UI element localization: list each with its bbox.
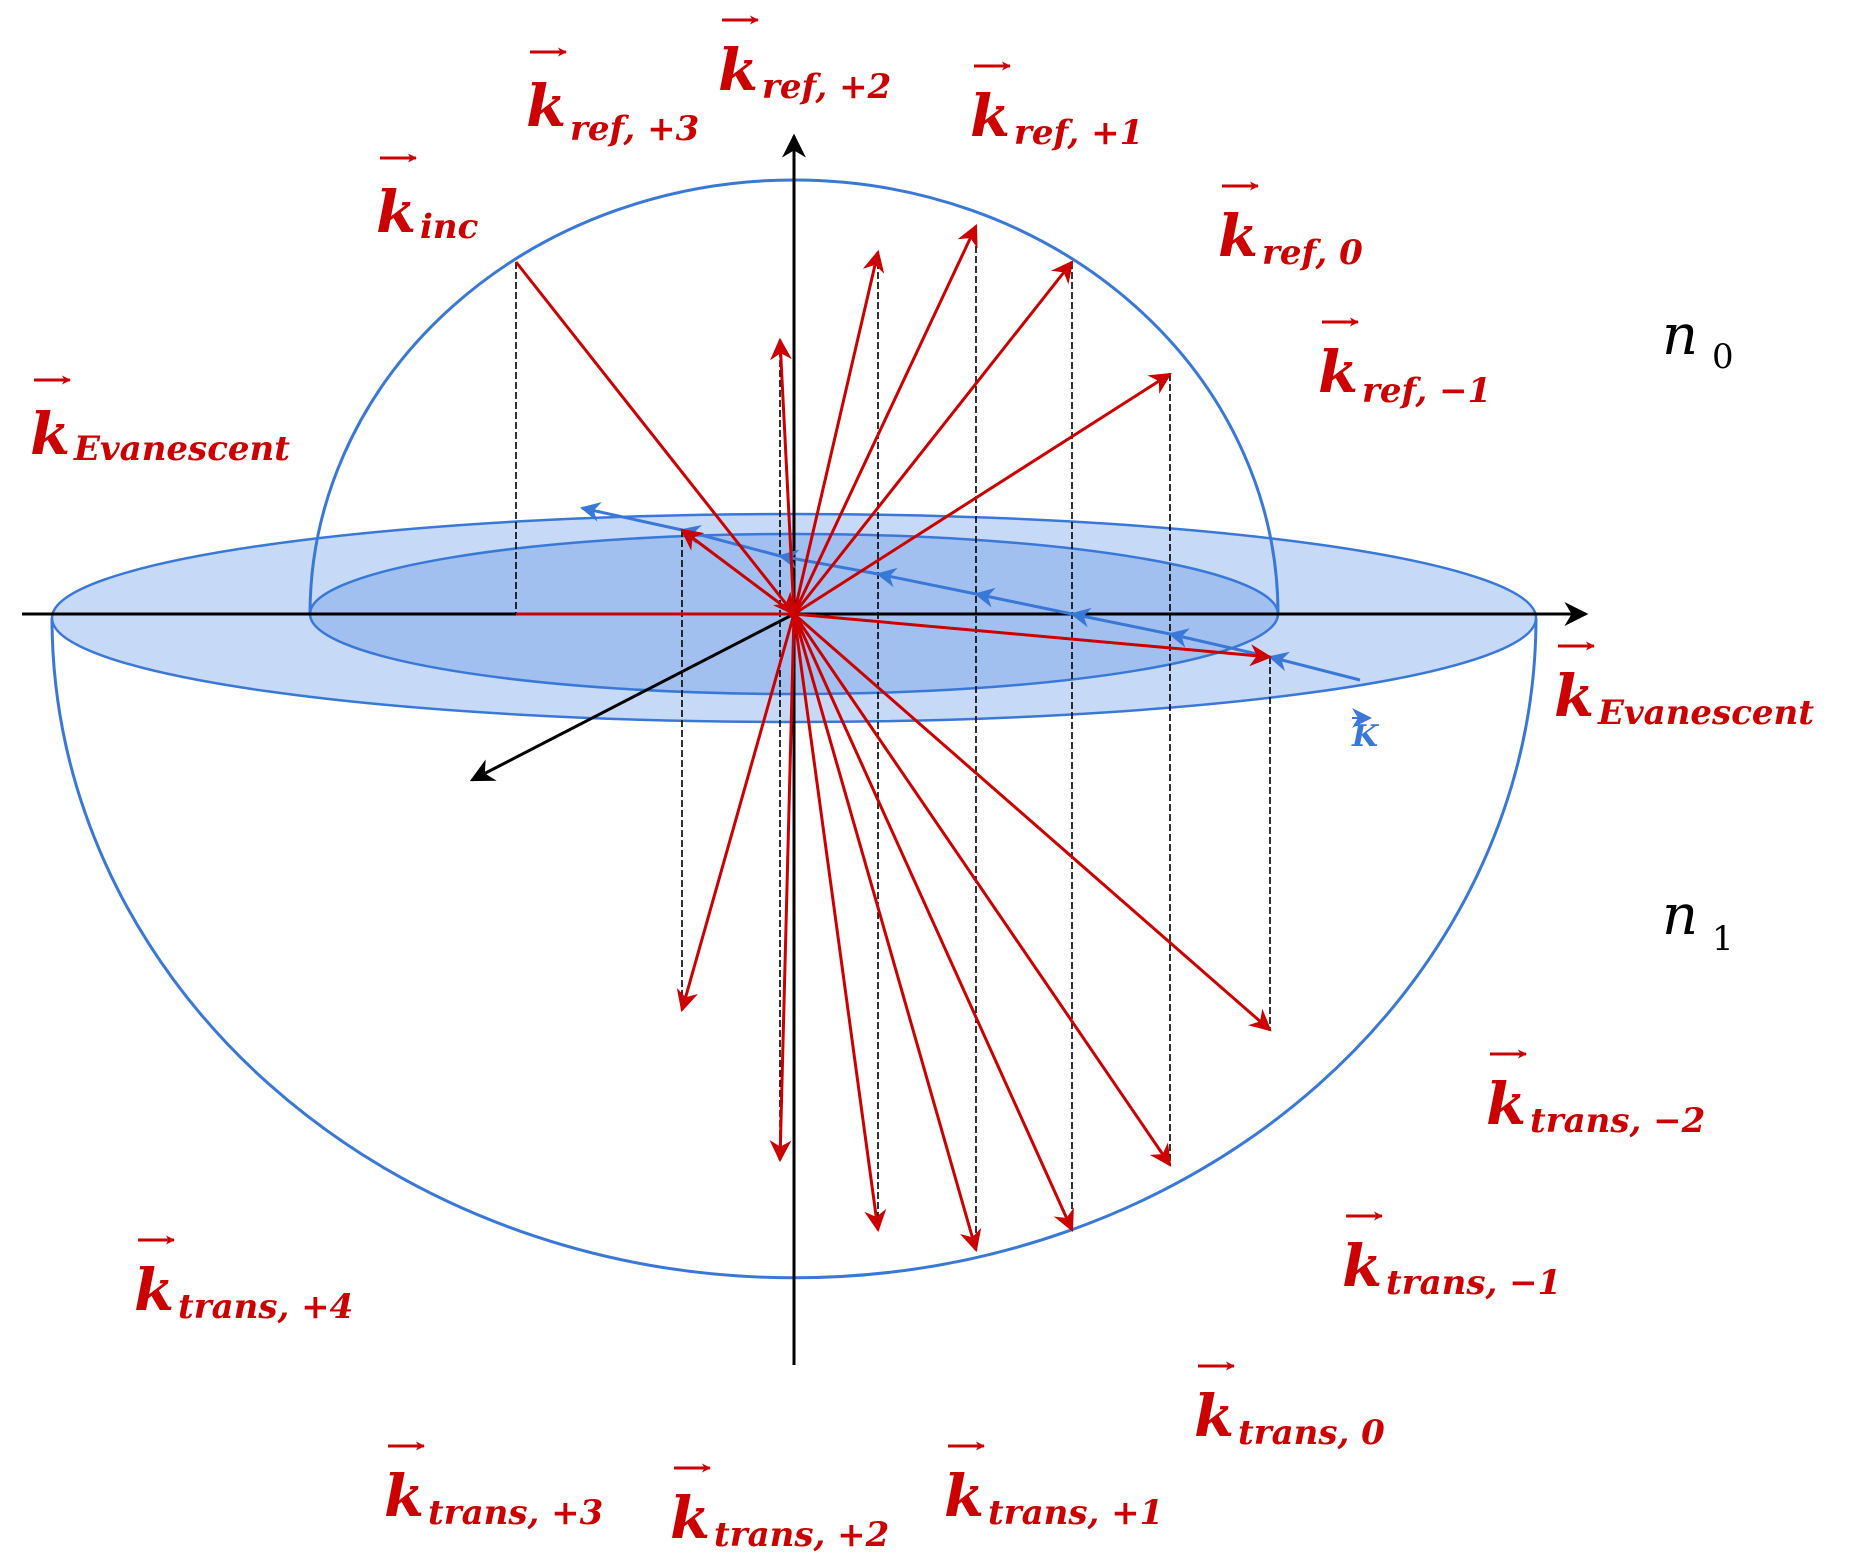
svg-text:k: k (134, 1256, 174, 1324)
k-ref-0-arrow (792, 260, 1074, 615)
svg-text:Evanescent: Evanescent (73, 429, 290, 469)
origin-point (789, 609, 799, 619)
svg-text:n: n (1662, 303, 1698, 368)
label-k-evanescent-left: k Evanescent (30, 375, 290, 469)
svg-text:k: k (1554, 662, 1594, 730)
k-inc-arrow (514, 261, 796, 616)
k-trans-minus1-arrow (792, 613, 1172, 1167)
label-grating-K: K (1351, 708, 1380, 754)
k-ref-plus1-arrow (792, 224, 978, 615)
reflected-arrows (680, 224, 1273, 667)
k-trans-0-arrow (792, 613, 1074, 1233)
svg-text:trans, +3: trans, +3 (428, 1493, 603, 1533)
label-k-trans-0: k trans, 0 (1194, 1361, 1385, 1453)
svg-text:ref, +3: ref, +3 (570, 109, 699, 149)
svg-text:ref, −1: ref, −1 (1362, 371, 1491, 411)
k-trans-plus1-arrow (792, 613, 982, 1253)
k-ref-plus4-arrow (680, 528, 795, 616)
svg-text:k: k (526, 72, 566, 140)
svg-text:k: k (30, 400, 70, 468)
label-k-trans-plus3: k trans, +3 (384, 1441, 603, 1533)
svg-text:k: k (670, 1484, 710, 1552)
label-k-ref-minus1: k ref, −1 (1318, 317, 1491, 411)
k-trans-plus3-arrow (769, 613, 796, 1163)
label-k-trans-plus4: k trans, +4 (134, 1235, 353, 1327)
svg-text:trans, +1: trans, +1 (988, 1493, 1163, 1533)
k-ref-plus3-arrow (770, 337, 796, 615)
svg-text:k: k (1194, 1382, 1234, 1450)
svg-text:1: 1 (1712, 919, 1734, 959)
svg-text:k: k (1218, 202, 1258, 270)
label-k-ref-plus3: k ref, +3 (526, 47, 699, 149)
label-k-evanescent-right: k Evanescent (1554, 641, 1814, 733)
svg-text:k: k (1486, 1070, 1526, 1138)
label-k-trans-minus2: k trans, −2 (1486, 1049, 1705, 1141)
svg-text:trans, −2: trans, −2 (1530, 1101, 1705, 1141)
label-k-ref-plus2: k ref, +2 (718, 15, 891, 107)
transmitted-arrows (676, 612, 1272, 1253)
label-k-ref-plus1: k ref, +1 (970, 61, 1143, 153)
svg-text:K: K (1351, 719, 1380, 754)
label-k-trans-plus1: k trans, +1 (944, 1441, 1163, 1533)
label-k-trans-minus1: k trans, −1 (1342, 1211, 1561, 1303)
svg-text:k: k (384, 1462, 424, 1530)
svg-text:trans, +4: trans, +4 (178, 1287, 353, 1327)
svg-text:0: 0 (1712, 337, 1734, 377)
svg-text:ref, 0: ref, 0 (1262, 233, 1363, 273)
k-trans-plus4-arrow (676, 613, 796, 1013)
svg-text:ref, +2: ref, +2 (762, 67, 891, 107)
svg-text:k: k (1342, 1232, 1382, 1300)
k-trans-plus2-arrow (792, 613, 887, 1233)
svg-text:trans, 0: trans, 0 (1238, 1413, 1385, 1453)
label-k-trans-plus2: k trans, +2 (670, 1463, 889, 1555)
svg-text:trans, +2: trans, +2 (714, 1515, 889, 1555)
svg-text:k: k (944, 1462, 984, 1530)
label-n0: n 0 (1662, 303, 1734, 377)
svg-text:Evanescent: Evanescent (1597, 693, 1814, 733)
y-axis (469, 612, 795, 782)
svg-text:trans, −1: trans, −1 (1386, 1263, 1561, 1303)
k-trans-minus2-arrow (793, 612, 1272, 1032)
svg-text:k: k (718, 36, 758, 104)
label-n1: n 1 (1662, 883, 1734, 959)
svg-text:inc: inc (420, 207, 479, 247)
svg-text:k: k (1318, 338, 1358, 406)
k-evanescent-ref-arrow (793, 612, 1273, 667)
projection-lines (515, 226, 1271, 1250)
label-k-ref-0: k ref, 0 (1218, 181, 1363, 273)
svg-text:k: k (970, 82, 1010, 150)
k-ref-plus2-arrow (792, 249, 885, 615)
svg-text:n: n (1662, 883, 1698, 948)
label-k-inc: k inc (376, 153, 479, 247)
k-ref-minus1-arrow (793, 372, 1172, 616)
svg-text:k: k (376, 178, 416, 246)
svg-text:ref, +1: ref, +1 (1014, 113, 1143, 153)
